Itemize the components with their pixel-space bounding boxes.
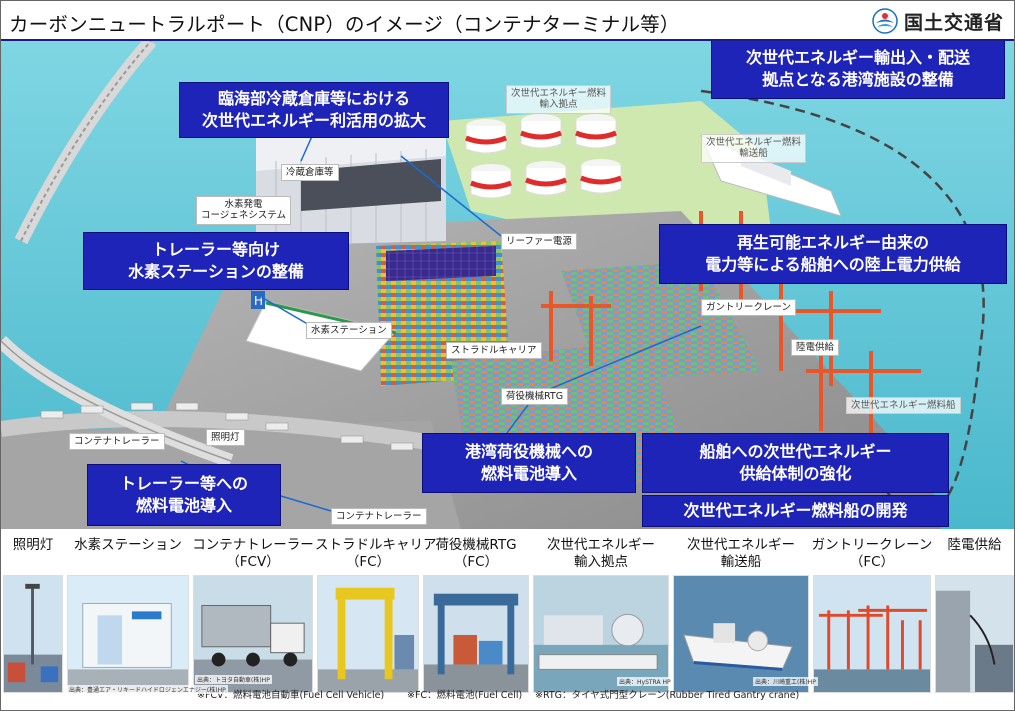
- tag-container-trailer-1: コンテナトレーラー: [69, 433, 165, 451]
- photo-row: 照明灯 水素ステーション: [1, 529, 1014, 710]
- callout-trailer-fuel-cell: トレーラー等への燃料電池導入: [87, 464, 281, 526]
- rtg-image: [423, 575, 529, 693]
- tag-straddle-carrier: ストラドルキャリア: [446, 342, 542, 360]
- photo-credit: 出典：トヨタ自動車(株)HP: [195, 675, 272, 684]
- import-base-image: [533, 575, 669, 693]
- photo-label: コンテナトレーラー（FCV）: [192, 537, 314, 570]
- svg-text:H: H: [254, 294, 263, 308]
- photo-container-trailer: コンテナトレーラー（FCV） 出典：トヨタ自動車(株)HP: [191, 529, 315, 710]
- tag-transport-ship: 次世代エネルギー燃料輸送船: [701, 134, 807, 163]
- gantry-crane-image: [813, 575, 931, 693]
- tag-shore-power: 陸電供給: [791, 339, 840, 357]
- callout-cargo-machine-fc: 港湾荷役機械への燃料電池導入: [422, 433, 636, 493]
- tag-reefer-power: リーファー電源: [501, 233, 577, 251]
- tag-import-base: 次世代エネルギー燃料輸入拠点: [506, 85, 612, 114]
- photo-label: ストラドルキャリア（FC）: [315, 537, 437, 570]
- tag-fuel-ship: 次世代エネルギー燃料船: [846, 397, 961, 415]
- photo-lighting: 照明灯: [1, 529, 65, 710]
- tag-cold-storage: 冷蔵倉庫等: [281, 164, 339, 182]
- photo-credit: 出典：豊通エア・リキードハイドロジェンエナジー(株)HP: [67, 685, 228, 694]
- shore-power-image: [935, 575, 1014, 693]
- photo-label: 照明灯: [12, 537, 54, 553]
- photo-gantry-crane: ガントリークレーン（FC）: [811, 529, 933, 710]
- tag-container-trailer-2: コンテナトレーラー: [331, 508, 427, 526]
- straddle-carrier-image: [317, 575, 419, 693]
- container-trailer-image: [193, 575, 313, 693]
- h2-station-image: [67, 575, 189, 693]
- footnote-rtg: ※RTG：タイヤ式門型クレーン(Rubber Tired Gantry cran…: [535, 690, 800, 701]
- callout-ship-energy-supply: 船舶への次世代エネルギー供給体制の強化: [642, 433, 949, 493]
- photo-label: 陸電供給: [947, 537, 1002, 553]
- tag-rtg: 荷役機械RTG: [501, 388, 569, 406]
- ministry-brand: 国土交通省: [872, 7, 1004, 35]
- tag-gantry-crane: ガントリークレーン: [701, 299, 797, 317]
- page-title: カーボンニュートラルポート（CNP）のイメージ（コンテナターミナル等）: [9, 13, 680, 36]
- footnote-fcv: ※FCV：燃料電池自動車(Fuel Cell Vehicle): [197, 690, 385, 701]
- callout-port-facility: 次世代エネルギー輸出入・配送拠点となる港湾施設の整備: [711, 41, 1005, 99]
- photo-straddle-carrier: ストラドルキャリア（FC）: [315, 529, 437, 710]
- ministry-logo-icon: [872, 8, 898, 34]
- photo-import-base: 次世代エネルギー輸入拠点 出典：HySTRA HP: [531, 529, 673, 710]
- photo-label: 水素ステーション: [74, 537, 182, 553]
- tag-cogeneration: 水素発電コージェネシステム: [196, 196, 292, 225]
- photo-credit: 出典：川崎重工(株)HP: [753, 677, 818, 686]
- port-illustration: H 次世代エネルギー燃料輸入拠点: [1, 41, 1014, 529]
- callout-trailer-h2-station: トレーラー等向け水素ステーションの整備: [83, 232, 349, 290]
- photo-label: ガントリークレーン（FC）: [811, 537, 933, 570]
- footnote-fc: ※FC：燃料電池(Fuel Cell): [407, 690, 523, 701]
- transport-ship-image: [673, 575, 809, 693]
- photo-transport-ship: 次世代エネルギー輸送船 出典：川崎重工(株)HP: [671, 529, 818, 710]
- callout-fuel-ship-dev: 次世代エネルギー燃料船の開発: [642, 495, 949, 527]
- lighting-image: [3, 575, 63, 693]
- photo-label: 次世代エネルギー輸入拠点: [547, 537, 655, 570]
- photo-label: 荷役機械RTG（FC）: [435, 537, 517, 570]
- ministry-name: 国土交通省: [903, 11, 1004, 34]
- photo-label: 次世代エネルギー輸送船: [687, 537, 795, 570]
- callout-reefer-energy: 臨海部冷蔵倉庫等における次世代エネルギー利活用の拡大: [179, 82, 449, 138]
- callout-shore-power: 再生可能エネルギー由来の電力等による船舶への陸上電力供給: [659, 224, 1007, 284]
- photo-h2-station: 水素ステーション 出典：豊通エア・リキードハイドロジェンエナジー(株)HP: [65, 529, 228, 710]
- photo-shore-power: 陸電供給: [933, 529, 1014, 710]
- photo-rtg: 荷役機械RTG（FC）: [421, 529, 531, 710]
- header: カーボンニュートラルポート（CNP）のイメージ（コンテナターミナル等） 国土交通…: [1, 1, 1014, 41]
- tag-lighting: 照明灯: [206, 429, 245, 447]
- photo-credit: 出典：HySTRA HP: [617, 677, 673, 686]
- tag-h2-station: 水素ステーション: [306, 322, 392, 340]
